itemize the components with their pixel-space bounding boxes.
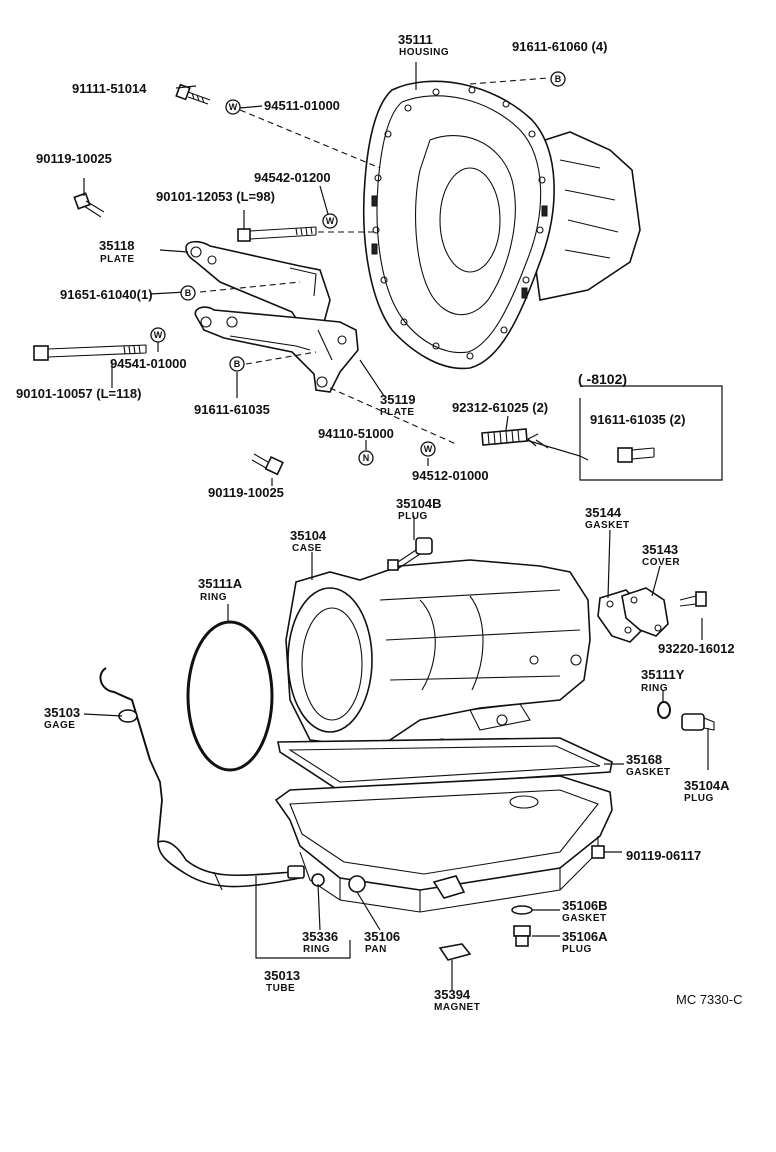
callout-94541-01000: 94541-01000: [110, 356, 187, 371]
badge-w-94512: W: [420, 441, 436, 457]
stud-92312-61025: [481, 428, 528, 446]
callout-35144-name: GASKET: [585, 520, 630, 531]
callout-90101-10057: 90101-10057 (L=118): [16, 386, 141, 401]
callout-35013-number: 35013: [264, 968, 300, 983]
callout-35104-name: CASE: [292, 543, 322, 554]
callout-35336-number: 35336: [302, 929, 338, 944]
svg-text:W: W: [326, 216, 335, 226]
callout-35111y-number: 35111Y: [641, 667, 685, 682]
plate-35119: [194, 306, 359, 393]
callout-35106-number: 35106: [364, 929, 400, 944]
callout-35106a-name: PLUG: [562, 944, 592, 955]
badge-b-91651: B: [180, 285, 196, 301]
svg-text:W: W: [154, 330, 163, 340]
callout-35118-number: 35118: [99, 238, 134, 253]
svg-text:N: N: [363, 453, 370, 463]
callout-35104a-number: 35104A: [684, 778, 730, 793]
callout-35111-number: 35111: [398, 32, 433, 47]
magnet-35394: [438, 943, 472, 961]
bolt-91111-51014: [175, 83, 211, 105]
callout-35111a-number: 35111A: [198, 576, 243, 591]
callout-35168-name: GASKET: [626, 767, 671, 778]
plug-35106a: [513, 925, 531, 947]
cover-35143: [621, 587, 669, 637]
callout-8102-range: ( -8102): [578, 371, 627, 387]
callout-94511-01000: 94511-01000: [264, 98, 340, 113]
callout-35143-number: 35143: [642, 542, 678, 557]
callout-90119-10025-bottom: 90119-10025: [208, 485, 284, 500]
gasket-35106b: [511, 905, 533, 915]
callout-35106-name: PAN: [365, 944, 387, 955]
bolt-90101-10057: [33, 344, 147, 361]
callout-35394-name: MAGNET: [434, 1002, 480, 1013]
callout-35104-number: 35104: [290, 528, 327, 543]
badge-w-94511: W: [225, 99, 241, 115]
callout-35118-name: PLATE: [100, 254, 135, 265]
callout-35336-name: RING: [303, 944, 330, 955]
ring-35111a: [186, 620, 274, 772]
callout-94512-01000: 94512-01000: [412, 468, 489, 483]
callout-91611-61060: 91611-61060 (4): [512, 39, 607, 54]
callout-93220-16012: 93220-16012: [658, 641, 735, 656]
callout-35168-number: 35168: [626, 752, 662, 767]
plug-35104a: [681, 713, 715, 731]
callout-35111a-name: RING: [200, 592, 227, 603]
svg-text:B: B: [234, 359, 241, 369]
callout-35103-number: 35103: [44, 705, 80, 720]
callout-92312-61025: 92312-61025 (2): [452, 400, 548, 415]
pan-35106: [274, 775, 613, 913]
callout-35119-number: 35119: [380, 392, 415, 407]
bolt-93220-16012: [679, 591, 707, 607]
callout-35106b-number: 35106B: [562, 898, 608, 913]
callout-94110-51000: 94110-51000: [318, 426, 394, 441]
bolt-90101-12053: [237, 226, 317, 242]
callout-35103-name: GAGE: [44, 720, 75, 731]
bolt-91611-61035-boxed: [617, 447, 655, 463]
svg-text:W: W: [424, 444, 433, 454]
callout-35119-name: PLATE: [380, 407, 415, 418]
callout-91611-61035-boxed: 91611-61035 (2): [590, 412, 685, 427]
badge-n-94110: N: [358, 450, 374, 466]
svg-text:W: W: [229, 102, 238, 112]
callout-35394-number: 35394: [434, 987, 471, 1002]
callout-35111-name: HOUSING: [399, 47, 449, 58]
badge-b-top: B: [550, 71, 566, 87]
svg-text:B: B: [185, 288, 192, 298]
callout-35104b-name: PLUG: [398, 511, 428, 522]
bolt-90119-10025-bottom: [251, 453, 284, 476]
callout-35143-name: COVER: [642, 557, 680, 568]
callout-94542-01200: 94542-01200: [254, 170, 331, 185]
callout-35104a-name: PLUG: [684, 793, 714, 804]
svg-text:B: B: [555, 74, 562, 84]
callout-35013-name: TUBE: [266, 983, 295, 994]
housing-part: [362, 80, 641, 370]
callout-35106b-name: GASKET: [562, 913, 607, 924]
ring-35111y: [657, 701, 671, 719]
badge-w-94542: W: [322, 213, 338, 229]
callout-35144-number: 35144: [585, 505, 622, 520]
callout-91111-51014: 91111-51014: [72, 81, 147, 96]
callout-90119-10025-top: 90119-10025: [36, 151, 112, 166]
callout-35106a-number: 35106A: [562, 929, 608, 944]
callout-35104b-number: 35104B: [396, 496, 442, 511]
callout-35111y-name: RING: [641, 683, 668, 694]
diagram-reference-code: MC 7330-C: [676, 992, 742, 1007]
gage-and-tube: [99, 667, 366, 959]
callout-91611-61035: 91611-61035: [194, 402, 270, 417]
bolt-90119-10025-top: [73, 192, 105, 218]
case-part: [285, 559, 591, 771]
badge-b-91611: B: [229, 356, 245, 372]
callout-90119-06117: 90119-06117: [626, 848, 701, 863]
callout-91651-61040: 91651-61040(1): [60, 287, 153, 302]
callout-90101-12053: 90101-12053 (L=98): [156, 189, 275, 204]
badge-w-94541: W: [150, 327, 166, 343]
plug-35104b: [387, 537, 433, 571]
